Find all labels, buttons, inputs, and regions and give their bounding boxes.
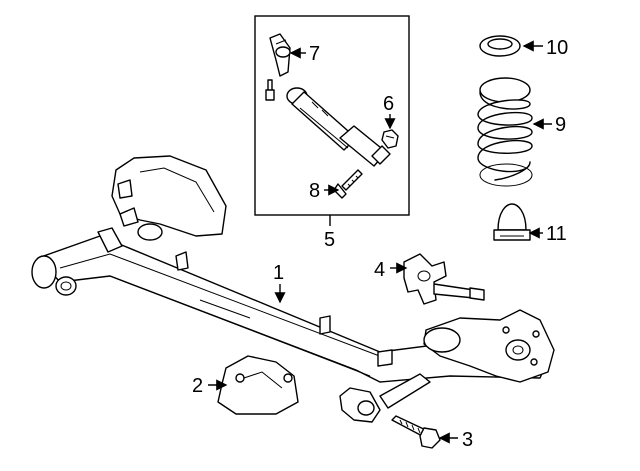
- part-7-upper-mount: [269, 33, 291, 77]
- callout-4-label: 4: [374, 259, 385, 281]
- callout-6: 6: [383, 93, 396, 130]
- lower-right-bushing: [339, 373, 431, 423]
- part-2-bracket: [217, 355, 299, 415]
- callout-3: 3: [438, 429, 473, 451]
- shock-absorber: [286, 87, 391, 167]
- left-upper-bracket: [111, 155, 227, 241]
- shock-absorber-group-box: [254, 15, 410, 216]
- part-upper-bolt: [265, 79, 275, 101]
- callout-10: 10: [522, 37, 568, 59]
- callout-9: 9: [532, 114, 566, 136]
- callout-3-label: 3: [462, 429, 473, 451]
- part-6-nut: [381, 129, 399, 149]
- right-hub-bracket: [423, 309, 555, 383]
- callout-1: 1: [273, 262, 286, 304]
- callout-7-label: 7: [309, 43, 320, 65]
- callout-8-label: 8: [309, 180, 320, 202]
- part-8-bolt: [333, 169, 363, 199]
- part-11-bump-stop: [493, 203, 531, 241]
- left-bushing: [31, 255, 77, 296]
- callout-4: 4: [374, 259, 408, 281]
- callout-2: 2: [192, 375, 228, 397]
- callout-11: 11: [528, 223, 567, 245]
- part-1-axle-beam: [37, 227, 549, 383]
- part-4-spindle: [403, 253, 485, 305]
- callout-5-label: 5: [324, 229, 335, 251]
- part-10-spring-seat: [479, 35, 521, 57]
- callout-2-label: 2: [192, 375, 203, 397]
- part-3-bolt: [391, 415, 441, 449]
- part-9-coil-spring: [477, 77, 533, 187]
- callout-11-label: 11: [546, 223, 567, 245]
- callout-6-label: 6: [383, 93, 394, 115]
- callout-7: 7: [289, 43, 320, 65]
- callout-9-label: 9: [555, 114, 566, 136]
- callout-5: 5: [324, 215, 335, 251]
- callout-10-label: 10: [546, 37, 568, 59]
- callout-1-label: 1: [273, 262, 284, 284]
- callout-8: 8: [309, 180, 340, 202]
